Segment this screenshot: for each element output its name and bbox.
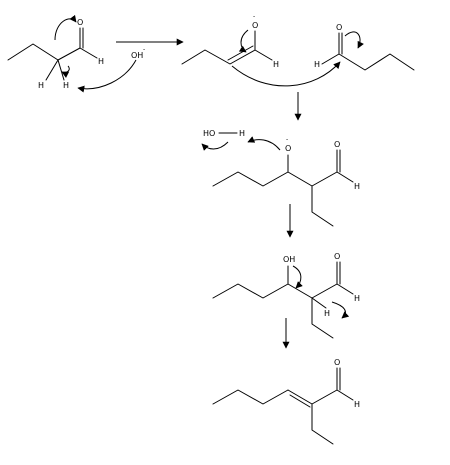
alkoxide-aldehyde-oxygen-label: O	[334, 140, 340, 149]
aldol-alpha-h-bond	[311, 297, 327, 309]
curved-arrow-enolate-attack	[231, 61, 341, 87]
curved-arrow-alkoxide-protonation	[247, 136, 281, 151]
butanal-oxygen-label: O	[77, 18, 83, 27]
enolate-double-bond-inner	[227, 45, 254, 61]
enal-aldehyde-carbon-bond	[311, 389, 338, 405]
curved-arrow-butanal-carbonyl	[54, 14, 77, 41]
hydroxide-label: OH	[131, 51, 143, 60]
water-ho-label: HO	[203, 129, 215, 138]
curved-arrow-second-carbonyl	[344, 31, 364, 49]
alkoxide-propyl-chain	[212, 171, 289, 187]
second-butanal-h-bond	[321, 53, 340, 65]
butanal-alpha-h1-bond	[45, 59, 59, 81]
aldol-ethyl-chain	[311, 297, 334, 339]
alkoxide-ethyl-chain	[311, 185, 334, 227]
butanal-alpha-h2-bond	[57, 59, 65, 81]
alkoxide-aldehyde-carbon-bond	[311, 171, 338, 187]
second-butanal-chain-bonds	[338, 53, 415, 71]
enal-propyl-chain	[212, 389, 289, 405]
alkoxide-aldehyde-h-bond	[336, 171, 354, 183]
enolate-charge: -	[253, 13, 255, 20]
aldol-alpha-h-label: H	[324, 309, 330, 318]
curved-arrow-alpha-h-removal	[331, 301, 350, 319]
alkoxide-intermediate-molecule: O - O H	[212, 136, 360, 227]
alkoxide-oxygen-label: O	[285, 144, 291, 153]
butanal-chain-bonds	[7, 43, 81, 61]
curved-arrow-alpha-ch-bond	[61, 65, 70, 78]
second-butanal-oxygen-label: O	[336, 23, 342, 32]
enolate-oxygen-label: O	[252, 21, 258, 30]
butanal-aldehyde-h-label: H	[98, 57, 104, 66]
enal-ethyl-chain	[311, 403, 334, 445]
aldol-hydroxyl-label: OH	[283, 255, 295, 264]
enal-double-bond-outer	[287, 389, 313, 405]
aldol-aldehyde-h-bond	[336, 283, 354, 295]
curved-arrow-hydroxyl-leaving	[292, 265, 303, 289]
butanal-alpha-h2-label: H	[63, 81, 69, 90]
aldol-central-bond	[287, 283, 313, 299]
enal-product-molecule: O H	[212, 358, 360, 445]
butanal-molecule: O H H H	[7, 18, 104, 90]
enolate-h-bond	[254, 49, 273, 61]
curved-arrow-hydroxide-attack	[77, 59, 137, 93]
enal-aldehyde-h-label: H	[354, 400, 360, 409]
aldol-propyl-chain	[212, 283, 289, 299]
second-butanal-molecule: O H	[314, 23, 415, 71]
butanal-aldehyde-h-bond	[79, 47, 98, 59]
aldol-aldehyde-carbon-bond	[311, 283, 338, 299]
water-h-label: H	[239, 129, 245, 138]
alkoxide-central-bond	[287, 171, 313, 187]
aldol-molecule: OH O H H	[212, 252, 360, 339]
hydroxide-charge: -	[143, 46, 145, 53]
enolate-h-label: H	[273, 60, 279, 69]
alkoxide-charge: -	[286, 136, 288, 143]
enal-oxygen-label: O	[334, 358, 340, 367]
enal-double-bond-inner	[289, 394, 311, 408]
aldol-aldehyde-oxygen-label: O	[334, 252, 340, 261]
enolate-chain-bonds	[181, 49, 256, 65]
alkoxide-aldehyde-h-label: H	[354, 182, 360, 191]
butanal-alpha-h1-label: H	[38, 81, 44, 90]
curved-arrow-enolate-oxygen	[238, 29, 249, 53]
enal-aldehyde-h-bond	[336, 389, 354, 401]
enolate-molecule: O - H	[181, 13, 279, 69]
aldol-aldehyde-h-label: H	[354, 294, 360, 303]
water-molecule: HO H	[203, 129, 245, 138]
curved-arrow-water-oh-bond	[201, 141, 229, 151]
second-butanal-h-label: H	[314, 60, 320, 69]
